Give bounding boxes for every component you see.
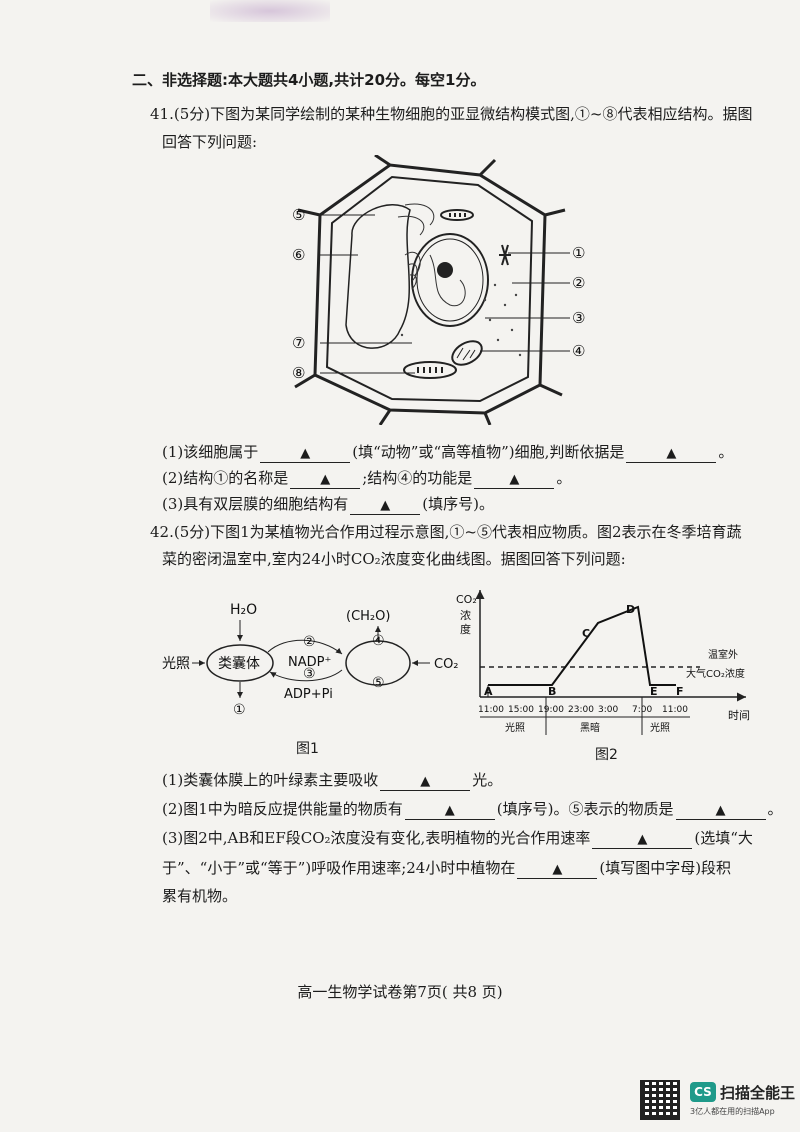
- legend-outside-2: 大气CO₂浓度: [686, 667, 745, 680]
- q42-sub3-text-c: 于”、“小于”或“等于”)呼吸作用速率;24小时中植物在: [162, 859, 516, 877]
- cell-label-7: ⑦: [292, 334, 305, 352]
- q41-sub3-text-a: (3)具有双层膜的细胞结构有: [162, 495, 349, 513]
- cell-label-6: ⑥: [292, 246, 305, 264]
- q41-stem-line2: 回答下列问题:: [162, 133, 258, 151]
- legend-outside-1: 温室外: [708, 648, 738, 661]
- q41-sub1-text-c: 。: [718, 443, 734, 461]
- x-band-label: 光照: [650, 721, 670, 734]
- point-label: A: [484, 685, 493, 698]
- point-label: F: [676, 685, 684, 698]
- fig1-m5: ⑤: [372, 675, 385, 691]
- q41-sub3: (3)具有双层膜的细胞结构有▲(填序号)。: [162, 494, 494, 515]
- q41-sub2-text-b: ;结构④的功能是: [362, 469, 473, 487]
- x-band-label: 黑暗: [580, 721, 600, 734]
- point-label: D: [626, 603, 635, 616]
- x-band-label: 光照: [505, 721, 525, 734]
- fig1-m1: ①: [233, 702, 246, 718]
- q41-sub2: (2)结构①的名称是▲;结构④的功能是▲。: [162, 468, 571, 489]
- q41-sub1-text-b: (填“动物”或“高等植物”)细胞,判断依据是: [352, 443, 625, 461]
- q42-sub3-line3: 累有机物。: [162, 887, 238, 905]
- fig1-h2o: H₂O: [230, 602, 257, 618]
- q42-sub1-text-b: 光。: [472, 771, 503, 789]
- q42-stem-line2: 菜的密闭温室中,室内24小时CO₂浓度变化曲线图。据图回答下列问题:: [162, 550, 626, 568]
- q42-sub2-text-b: (填序号)。⑤表示的物质是: [496, 800, 674, 818]
- fig2-caption: 图2: [595, 747, 618, 763]
- y-title-3: 度: [460, 622, 471, 636]
- fig1-thylakoid: 类囊体: [218, 655, 260, 672]
- q42-sub2-text-a: (2)图1中为暗反应提供能量的物质有: [162, 800, 403, 818]
- camscanner-tagline: 3亿人都在用的扫描App: [690, 1107, 775, 1116]
- x-tick-label: 15:00: [508, 705, 534, 715]
- series-greenhouse-co2: [488, 605, 676, 686]
- q42-sub3-text-d: (填写图中字母)段积: [599, 859, 732, 877]
- point-label: E: [650, 685, 658, 698]
- x-tick-label: 11:00: [662, 705, 688, 715]
- answer-blank[interactable]: ▲: [404, 803, 495, 820]
- photosynthesis-diagram: H₂O 光照 类囊体 ① ② NADP⁺ ③ ADP+Pi (CH₂O) ④ ⑤…: [162, 602, 459, 718]
- fig1-light: 光照: [162, 656, 190, 672]
- answer-blank[interactable]: ▲: [350, 498, 421, 515]
- cell-label-1: ①: [572, 244, 585, 262]
- fig1-m3: ③: [303, 666, 316, 682]
- answer-blank[interactable]: ▲: [290, 472, 361, 489]
- x-tick-label: 23:00: [568, 705, 594, 715]
- answer-blank[interactable]: ▲: [517, 862, 598, 879]
- answer-blank[interactable]: ▲: [592, 832, 693, 849]
- camscanner-logo: CS: [690, 1082, 716, 1102]
- camscanner-name: 扫描全能王: [720, 1084, 796, 1102]
- fig1-ch2o: (CH₂O): [346, 609, 390, 624]
- plant-cell-diagram: ① ② ③ ④ ⑤ ⑥ ⑦ ⑧: [292, 155, 585, 425]
- x-tick-label: 3:00: [598, 705, 618, 715]
- scan-smudge: [210, 0, 330, 22]
- q42-sub2: (2)图1中为暗反应提供能量的物质有▲(填序号)。⑤表示的物质是▲。: [162, 799, 783, 820]
- q41-stem-line1: 41.(5分)下图为某同学绘制的某种生物细胞的亚显微结构模式图,①~⑧代表相应结…: [150, 105, 753, 123]
- answer-blank[interactable]: ▲: [675, 803, 766, 820]
- y-title-1: CO₂: [456, 593, 477, 606]
- q42-sub3-text-b: (选填“大: [694, 829, 753, 847]
- section-heading: 二、非选择题:本大题共4小题,共计20分。每空1分。: [132, 71, 486, 89]
- point-label: C: [582, 627, 590, 640]
- q41-sub3-text-b: (填序号)。: [422, 495, 494, 513]
- q42-sub3-line2: 于”、“小于”或“等于”)呼吸作用速率;24小时中植物在▲(填写图中字母)段积: [162, 858, 731, 879]
- page-footer: 高一生物学试卷第7页( 共8 页): [297, 983, 503, 1001]
- q41-sub1-text-a: (1)该细胞属于: [162, 443, 259, 461]
- point-label: B: [548, 685, 556, 698]
- answer-blank[interactable]: ▲: [380, 774, 471, 791]
- q42-sub1: (1)类囊体膜上的叶绿素主要吸收▲光。: [162, 770, 502, 791]
- cell-label-2: ②: [572, 274, 585, 292]
- cell-label-4: ④: [572, 342, 585, 360]
- y-title-2: 浓: [460, 609, 471, 622]
- answer-blank[interactable]: ▲: [626, 446, 717, 463]
- q41-sub1: (1)该细胞属于▲(填“动物”或“高等植物”)细胞,判断依据是▲。: [162, 442, 733, 463]
- fig1-m2: ②: [303, 634, 316, 650]
- fig1-nadp: NADP⁺: [288, 655, 331, 670]
- q41-sub2-text-a: (2)结构①的名称是: [162, 469, 289, 487]
- q42-sub1-text-a: (1)类囊体膜上的叶绿素主要吸收: [162, 771, 379, 789]
- x-tick-label: 11:00: [478, 705, 504, 715]
- cell-label-3: ③: [572, 309, 585, 327]
- fig1-adp: ADP+Pi: [284, 687, 333, 702]
- qr-code: [640, 1080, 680, 1120]
- x-title: 时间: [728, 709, 750, 722]
- cell-label-8: ⑧: [292, 364, 305, 382]
- fig1-co2: CO₂: [434, 657, 459, 672]
- fig1-m4: ④: [372, 633, 385, 649]
- answer-blank[interactable]: ▲: [474, 472, 555, 489]
- fig1-caption: 图1: [296, 741, 319, 757]
- q42-stem-line1: 42.(5分)下图1为某植物光合作用过程示意图,①~⑤代表相应物质。图2表示在冬…: [150, 523, 742, 541]
- q41-sub2-text-c: 。: [556, 469, 572, 487]
- answer-blank[interactable]: ▲: [260, 446, 351, 463]
- q42-sub3-text-a: (3)图2中,AB和EF段CO₂浓度没有变化,表明植物的光合作用速率: [162, 829, 591, 847]
- cell-label-5: ⑤: [292, 206, 305, 224]
- x-tick-label: 19:00: [538, 705, 564, 715]
- q42-sub3-line1: (3)图2中,AB和EF段CO₂浓度没有变化,表明植物的光合作用速率▲(选填“大: [162, 828, 753, 849]
- q42-sub2-text-c: 。: [767, 800, 783, 818]
